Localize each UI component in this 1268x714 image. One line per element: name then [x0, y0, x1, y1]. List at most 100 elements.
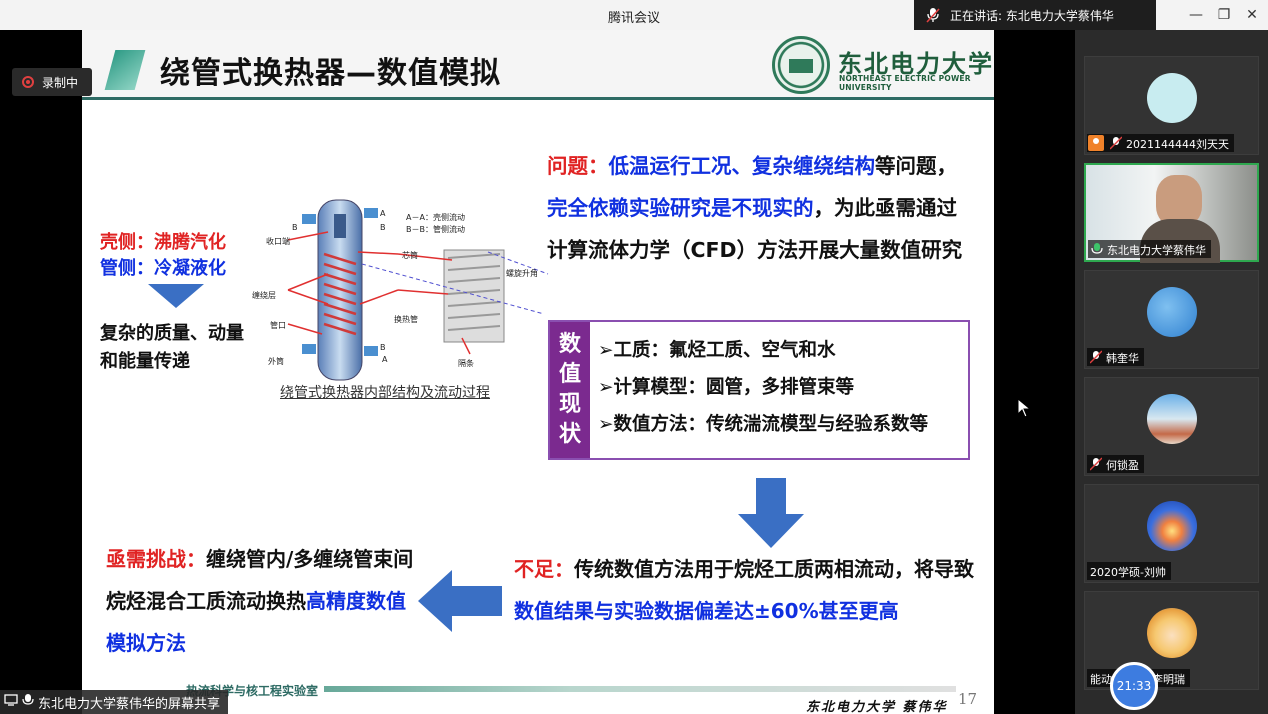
problem-text-1: 等问题， [875, 154, 957, 178]
challenge-text: 亟需挑战：缠绕管内/多缠绕管束间烷烃混合工质流动换热高精度数值模拟方法 [106, 538, 416, 664]
close-button[interactable]: ✕ [1246, 7, 1258, 23]
avatar [1147, 608, 1197, 658]
down-arrow-icon [148, 284, 204, 308]
presentation-slide: 绕管式换热器—数值模拟 东北电力大学 NORTHEAST ELECTRIC PO… [82, 30, 994, 714]
header-decoration [104, 50, 146, 90]
problem-text-2: ，为此亟需通过计算流体力学（CFD）方法开展大量数值研究 [547, 196, 963, 262]
mic-muted-icon [1090, 350, 1102, 364]
problem-text: 问题：低温运行工况、复杂缠绕结构等问题， 完全依赖实验研究是不现实的，为此亟需通过… [547, 145, 977, 271]
diagram-label: 收口端 [266, 236, 290, 246]
participant-tile[interactable]: 能动 李明瑞 [1084, 591, 1259, 690]
participant-name-bar: 东北电力大学蔡伟华 [1088, 240, 1211, 258]
status-list: ➢工质：氟烃工质、空气和水 ➢计算模型：圆管，多排管束等 ➢数值方法：传统湍流模… [598, 332, 928, 443]
status-item: ➢计算模型：圆管，多排管束等 [598, 377, 855, 398]
diagram-label: 管口 [270, 320, 286, 330]
footer-signature: 东北电力大学 蔡伟华 [806, 700, 948, 714]
left-arrow-icon [418, 570, 502, 632]
mic-active-icon [1091, 243, 1103, 254]
insufficient-text: 不足：传统数值方法用于烷烃工质两相流动，将导致数值结果与实验数据偏差达±60%甚… [514, 548, 984, 632]
tube-side-value: 冷凝液化 [154, 258, 226, 279]
participant-name: 2020学硕-刘帅 [1090, 566, 1166, 579]
participant-name: 东北电力大学蔡伟华 [1107, 244, 1206, 257]
slide-header: 绕管式换热器—数值模拟 东北电力大学 NORTHEAST ELECTRIC PO… [82, 30, 994, 100]
diagram-label: B [380, 223, 386, 232]
participant-tile[interactable]: 2021144444刘天天 [1084, 56, 1259, 155]
footer-bar [186, 686, 956, 692]
participant-name: 2021144444刘天天 [1126, 138, 1229, 151]
participant-name: 能动 [1090, 673, 1112, 686]
transfer-text: 复杂的质量、动量和能量传递 [100, 323, 244, 372]
problem-highlight-2: 完全依赖实验研究是不现实的 [547, 196, 814, 220]
active-speaker-indicator: 正在讲话: 东北电力大学蔡伟华 [914, 0, 1156, 30]
challenge-label: 亟需挑战： [106, 547, 206, 571]
participant-tile[interactable]: 何锁盈 [1084, 377, 1259, 476]
status-tag-char: 状 [558, 422, 581, 447]
diagram-label: 隔条 [458, 358, 474, 368]
participant-tile-video[interactable]: 东北电力大学蔡伟华 [1084, 163, 1259, 263]
restore-button[interactable]: ❐ [1217, 7, 1231, 23]
problem-highlight-1: 低温运行工况、复杂缠绕结构 [608, 154, 876, 178]
diagram-label: 外筒 [268, 356, 284, 366]
status-tag-char: 数 [558, 332, 581, 357]
mic-muted-icon [1090, 457, 1102, 471]
minimize-button[interactable]: — [1189, 7, 1203, 23]
status-tag: 数 值 现 状 [550, 322, 590, 458]
participant-name-bar: 2020学硕-刘帅 [1087, 562, 1171, 580]
status-item: ➢工质：氟烃工质、空气和水 [598, 340, 836, 361]
challenge-highlight: 高精度数值模拟方法 [106, 589, 406, 655]
avatar [1147, 501, 1197, 551]
diagram-caption: 绕管式换热器内部结构及流动过程 [280, 385, 490, 401]
screen-share-label: 东北电力大学蔡伟华的屏幕共享 [0, 690, 229, 714]
speaker-face [1156, 175, 1202, 227]
university-seal-icon [772, 36, 830, 94]
meeting-clock[interactable]: 21:33 [1110, 662, 1158, 710]
participant-name-bar: 何锁盈 [1087, 455, 1144, 473]
mic-icon [22, 694, 34, 705]
shell-side-value: 沸腾汽化 [154, 232, 226, 253]
participants-panel: 2021144444刘天天 东北电力大学蔡伟华 韩奎华 何锁盈 [1075, 30, 1268, 714]
diagram-label: 芯筒 [402, 250, 418, 260]
participant-name: 何锁盈 [1106, 459, 1139, 472]
speaking-text: 正在讲话: 东北电力大学蔡伟华 [950, 8, 1114, 23]
diagram-label: A [382, 355, 388, 364]
status-tag-char: 现 [558, 392, 581, 417]
insufficient-text-2: 更高 [858, 599, 899, 623]
mic-icon [926, 8, 940, 23]
numerical-status-box: 数 值 现 状 ➢工质：氟烃工质、空气和水 ➢计算模型：圆管，多排管束等 ➢数值… [548, 320, 970, 460]
window-title: 腾讯会议 [607, 11, 660, 26]
diagram-label: A [380, 209, 386, 218]
screen-icon [4, 694, 18, 706]
slide-title: 绕管式换热器—数值模拟 [160, 56, 501, 91]
university-name-en: NORTHEAST ELECTRIC POWER UNIVERSITY [839, 74, 971, 92]
diagram-label: 螺旋升角 [506, 268, 538, 278]
diagram-label: B [292, 223, 298, 232]
heat-exchanger-diagram: B 收口端 A A－A：壳侧流动 B－B：管侧流动 B 芯筒 缠绕层 螺旋升角 … [252, 199, 549, 381]
university-name-cn: 东北电力大学 [838, 49, 994, 78]
diagram-label: 换热管 [394, 314, 418, 324]
shell-side-label: 壳侧： [100, 232, 154, 253]
title-bar: 腾讯会议 正在讲话: 东北电力大学蔡伟华 — ❐ ✕ [0, 0, 1268, 30]
status-item: ➢数值方法：传统湍流模型与经验系数等 [598, 414, 929, 435]
participant-name-suffix: 李明瑞 [1152, 673, 1185, 686]
recording-indicator[interactable]: 录制中 [12, 68, 92, 96]
insufficient-label: 不足： [514, 557, 574, 581]
problem-label: 问题： [547, 154, 609, 178]
tube-side-label: 管侧： [100, 258, 154, 279]
mic-muted-icon [1110, 136, 1122, 150]
participant-name-bar: 2021144444刘天天 [1087, 134, 1234, 152]
page-number: 17 [958, 690, 978, 708]
challenge-body: 缠绕管内/多缠绕管束间烷烃混合工质流动换热 [106, 547, 414, 613]
record-icon [22, 76, 34, 88]
participant-tile[interactable]: 韩奎华 [1084, 270, 1259, 369]
participant-tile[interactable]: 2020学硕-刘帅 [1084, 484, 1259, 583]
diagram-label: A－A：壳侧流动 [406, 212, 465, 222]
avatar [1147, 287, 1197, 337]
down-arrow-icon [738, 478, 804, 548]
status-tag-char: 值 [558, 362, 581, 387]
diagram-label: B－B：管侧流动 [406, 224, 465, 234]
recording-label: 录制中 [42, 75, 79, 90]
insufficient-highlight: 数值结果与实验数据偏差达±60%甚至 [514, 599, 859, 623]
participant-name-bar: 韩奎华 [1087, 348, 1144, 366]
diagram-label: B [380, 343, 386, 352]
